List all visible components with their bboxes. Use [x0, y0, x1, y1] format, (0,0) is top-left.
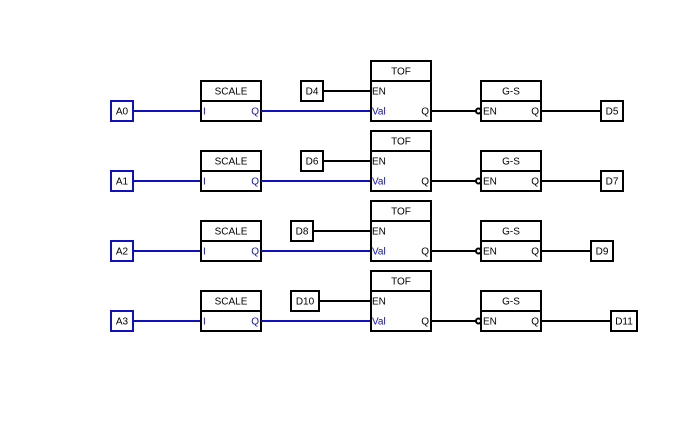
tof-block-body[interactable] [370, 270, 432, 332]
analog-input-label: A2 [116, 247, 129, 258]
gs-enable-pin: EN [483, 177, 497, 188]
tof-block-title: TOF [391, 137, 411, 148]
tof-enable-pin: EN [372, 297, 386, 308]
tof-output-pin: Q [421, 107, 429, 118]
analog-input-tag[interactable]: A3 [110, 310, 134, 332]
enable-input-tag[interactable]: D6 [300, 150, 324, 172]
tof-block-body[interactable] [370, 60, 432, 122]
gs-output-pin: Q [531, 107, 539, 118]
gs-block[interactable]: G-S EN Q [480, 150, 542, 192]
enable-input-label: D6 [306, 157, 319, 168]
gs-enable-pin: EN [483, 107, 497, 118]
digital-output-tag[interactable]: D7 [600, 170, 624, 192]
tof-block-body[interactable] [370, 130, 432, 192]
scale-block-title: SCALE [215, 227, 248, 238]
enable-input-tag[interactable]: D4 [300, 80, 324, 102]
scale-input-pin: I [203, 317, 206, 328]
rung: A3 SCALE I Q D10 TOF EN Val Q G-S EN Q D11 [110, 270, 638, 332]
tof-enable-pin: EN [372, 157, 386, 168]
tof-block-body[interactable] [370, 200, 432, 262]
tof-value-pin: Val [372, 107, 386, 118]
digital-output-tag[interactable]: D5 [600, 100, 624, 122]
enable-input-label: D4 [306, 87, 319, 98]
gs-block[interactable]: G-S EN Q [480, 220, 542, 262]
analog-input-label: A1 [116, 177, 129, 188]
tof-enable-pin: EN [372, 227, 386, 238]
scale-input-pin: I [203, 107, 206, 118]
analog-input-tag[interactable]: A1 [110, 170, 134, 192]
analog-input-tag[interactable]: A0 [110, 100, 134, 122]
digital-output-label: D11 [615, 317, 633, 328]
digital-output-tag[interactable]: D9 [590, 240, 614, 262]
scale-block[interactable]: SCALE I Q [200, 80, 262, 122]
tof-block-title: TOF [391, 207, 411, 218]
enable-input-label: D10 [296, 297, 315, 308]
gs-enable-pin: EN [483, 247, 497, 258]
enable-input-tag[interactable]: D10 [290, 290, 320, 312]
digital-output-label: D9 [596, 247, 609, 258]
digital-output-box[interactable] [600, 170, 624, 192]
gs-block-title: G-S [502, 227, 520, 238]
tof-output-pin: Q [421, 317, 429, 328]
analog-input-tag[interactable]: A2 [110, 240, 134, 262]
tof-value-pin: Val [372, 317, 386, 328]
scale-block-title: SCALE [215, 157, 248, 168]
tof-block[interactable]: TOF EN Val Q [370, 130, 432, 192]
tof-output-pin: Q [421, 177, 429, 188]
gs-enable-pin: EN [483, 317, 497, 328]
scale-output-pin: Q [251, 107, 259, 118]
analog-input-label: A3 [116, 317, 129, 328]
rung: A0 SCALE I Q D4 TOF EN Val Q G-S EN Q D5 [110, 60, 624, 122]
gs-block[interactable]: G-S EN Q [480, 80, 542, 122]
digital-output-box[interactable] [600, 100, 624, 122]
gs-block[interactable]: G-S EN Q [480, 290, 542, 332]
tof-output-pin: Q [421, 247, 429, 258]
gs-output-pin: Q [531, 247, 539, 258]
rung: A1 SCALE I Q D6 TOF EN Val Q G-S EN Q D7 [110, 130, 624, 192]
digital-output-label: D5 [606, 107, 619, 118]
tof-value-pin: Val [372, 177, 386, 188]
gs-output-pin: Q [531, 317, 539, 328]
tof-enable-pin: EN [372, 87, 386, 98]
enable-input-label: D8 [296, 227, 309, 238]
scale-output-pin: Q [251, 317, 259, 328]
digital-output-box[interactable] [590, 240, 614, 262]
scale-block[interactable]: SCALE I Q [200, 150, 262, 192]
tof-block-title: TOF [391, 277, 411, 288]
digital-output-tag[interactable]: D11 [610, 310, 638, 332]
tof-block[interactable]: TOF EN Val Q [370, 270, 432, 332]
scale-input-pin: I [203, 247, 206, 258]
gs-block-title: G-S [502, 157, 520, 168]
scale-input-pin: I [203, 177, 206, 188]
scale-block[interactable]: SCALE I Q [200, 220, 262, 262]
scale-block-title: SCALE [215, 87, 248, 98]
digital-output-label: D7 [606, 177, 619, 188]
digital-output-box[interactable] [610, 310, 638, 332]
gs-block-title: G-S [502, 297, 520, 308]
gs-output-pin: Q [531, 177, 539, 188]
rung: A2 SCALE I Q D8 TOF EN Val Q G-S EN Q D9 [110, 200, 614, 262]
scale-output-pin: Q [251, 247, 259, 258]
scale-block-title: SCALE [215, 297, 248, 308]
scale-block[interactable]: SCALE I Q [200, 290, 262, 332]
tof-block[interactable]: TOF EN Val Q [370, 60, 432, 122]
tof-value-pin: Val [372, 247, 386, 258]
tof-block-title: TOF [391, 67, 411, 78]
tof-block[interactable]: TOF EN Val Q [370, 200, 432, 262]
gs-block-title: G-S [502, 87, 520, 98]
analog-input-label: A0 [116, 107, 129, 118]
enable-input-tag[interactable]: D8 [290, 220, 314, 242]
scale-output-pin: Q [251, 177, 259, 188]
